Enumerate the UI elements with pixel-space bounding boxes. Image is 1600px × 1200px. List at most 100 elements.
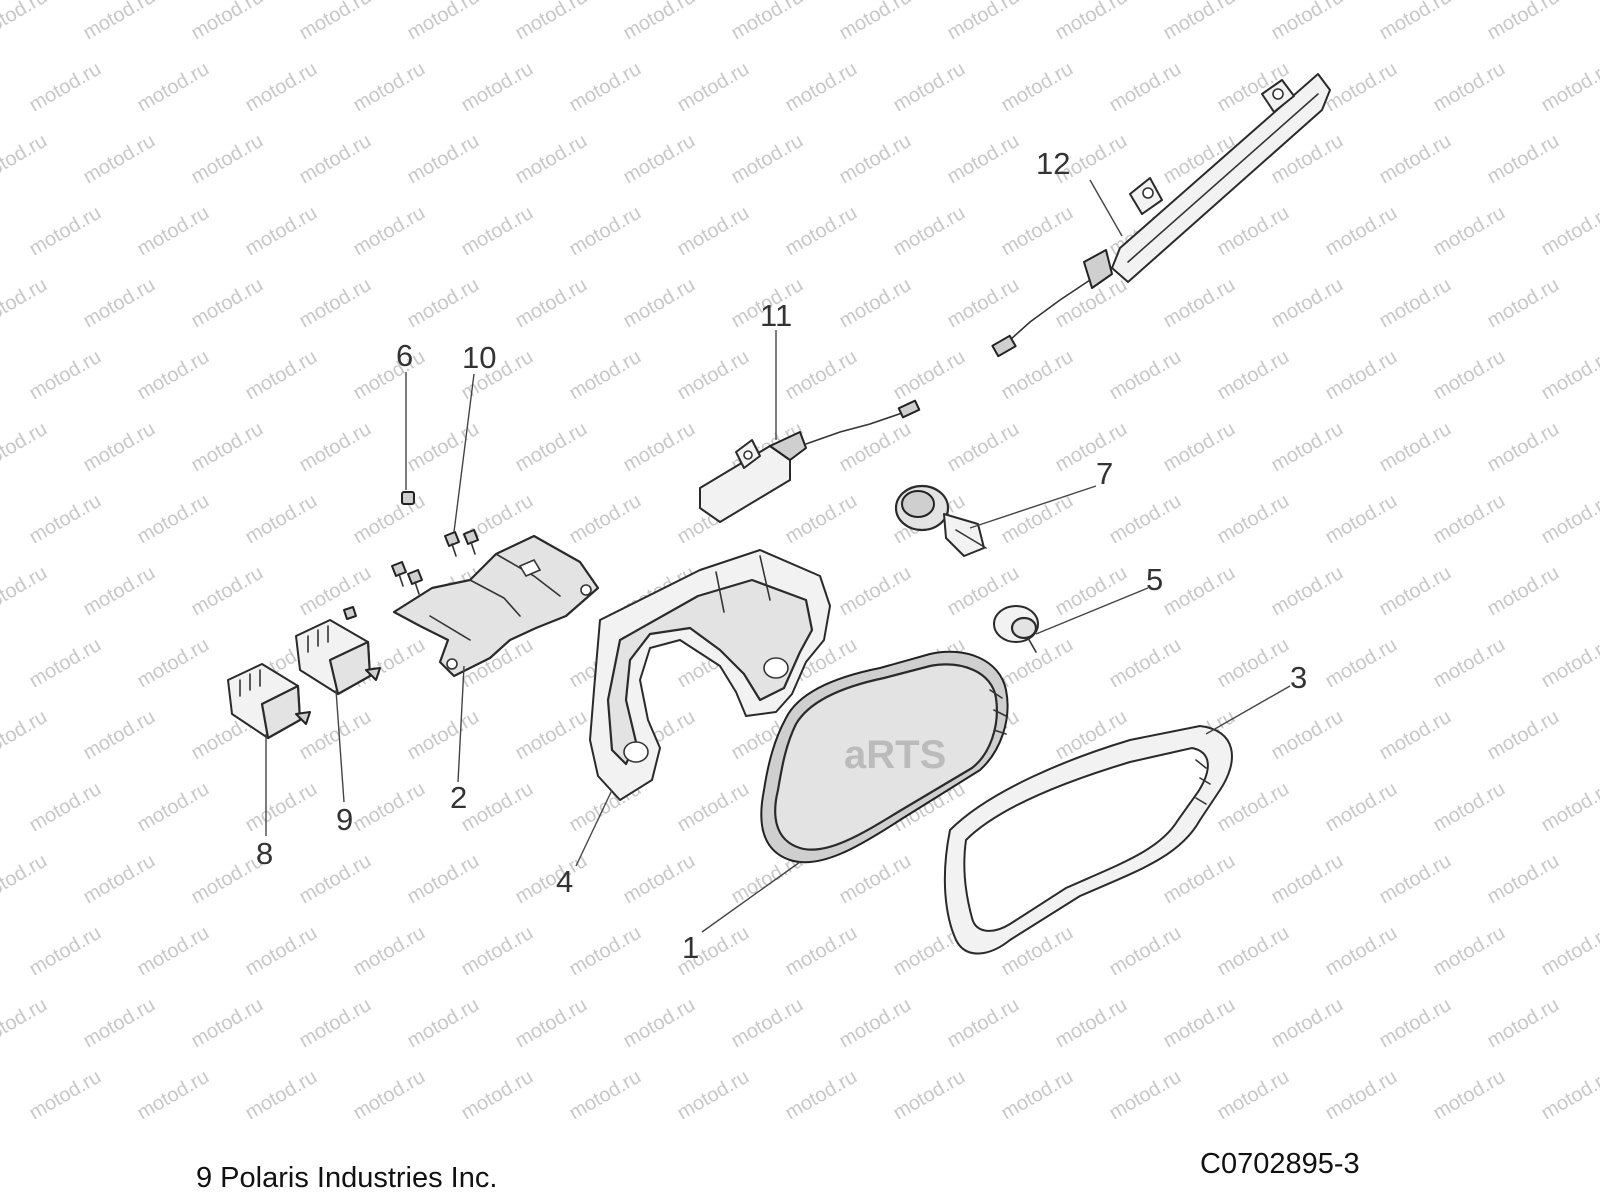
watermark-text: motod.ru xyxy=(1106,346,1185,405)
watermark-text: motod.ru xyxy=(1538,1066,1600,1125)
watermark-text: motod.ru xyxy=(1214,634,1293,693)
watermark-text: motod.ru xyxy=(1160,418,1239,477)
watermark-text: motod.ru xyxy=(728,0,807,44)
watermark-text: motod.ru xyxy=(1322,634,1401,693)
callout-7: 7 xyxy=(1096,456,1113,491)
watermark-text: motod.ru xyxy=(1268,274,1347,333)
part-11-wire-bracket[interactable] xyxy=(699,399,921,523)
watermark-text: motod.ru xyxy=(998,202,1077,261)
watermark-text: motod.ru xyxy=(80,994,159,1053)
watermark-text: motod.ru xyxy=(350,778,429,837)
watermark-text: motod.ru xyxy=(1214,922,1293,981)
part-1-instrument-cluster[interactable]: aRTS xyxy=(760,650,1009,864)
watermark-text: motod.ru xyxy=(296,994,375,1053)
watermark-text: motod.ru xyxy=(134,346,213,405)
part-8-rocker-switch[interactable] xyxy=(227,663,311,740)
callout-5: 5 xyxy=(1146,562,1163,597)
watermark-text: motod.ru xyxy=(134,778,213,837)
cluster-watermark-logo: aRTS xyxy=(844,733,946,777)
part-4-housing[interactable] xyxy=(589,549,831,801)
watermark-text: motod.ru xyxy=(620,850,699,909)
watermark-text: motod.ru xyxy=(296,418,375,477)
watermark-text: motod.ru xyxy=(458,1066,537,1125)
watermark-text: motod.ru xyxy=(134,634,213,693)
watermark-text: motod.ru xyxy=(296,0,375,44)
watermark-text: motod.ru xyxy=(296,130,375,189)
watermark-text: motod.ru xyxy=(242,58,321,117)
watermark-text: motod.ru xyxy=(188,994,267,1053)
part-7-rotary-switch[interactable] xyxy=(894,484,987,557)
watermark-text: motod.ru xyxy=(26,58,105,117)
watermark-text: motod.ru xyxy=(1106,490,1185,549)
watermark-text: motod.ru xyxy=(1160,994,1239,1053)
watermark-text: motod.ru xyxy=(836,562,915,621)
watermark-text: motod.ru xyxy=(350,58,429,117)
watermark-text: motod.ru xyxy=(188,850,267,909)
watermark-text: motod.ru xyxy=(1376,994,1455,1053)
watermark-text: motod.ru xyxy=(80,418,159,477)
watermark-text: motod.ru xyxy=(836,418,915,477)
watermark-text: motod.ru xyxy=(1538,58,1600,117)
watermark-text: motod.ru xyxy=(1214,778,1293,837)
watermark-text: motod.ru xyxy=(1052,0,1131,44)
watermark-text: motod.ru xyxy=(1160,274,1239,333)
watermark-text: motod.ru xyxy=(1430,778,1509,837)
watermark-text: motod.ru xyxy=(1538,346,1600,405)
watermark-text: motod.ru xyxy=(1376,850,1455,909)
callout-1: 1 xyxy=(682,930,699,965)
watermark-text: motod.ru xyxy=(1322,346,1401,405)
watermark-text: motod.ru xyxy=(80,130,159,189)
callout-10: 10 xyxy=(462,340,496,375)
part-3-bezel[interactable] xyxy=(943,725,1233,955)
watermark-text: motod.ru xyxy=(1538,778,1600,837)
watermark-text: motod.ru xyxy=(1268,994,1347,1053)
watermark-text: motod.ru xyxy=(242,922,321,981)
watermark-text: motod.ru xyxy=(512,0,591,44)
watermark-text: motod.ru xyxy=(674,1066,753,1125)
watermark-text: motod.ru xyxy=(350,346,429,405)
watermark-text: motod.ru xyxy=(1484,274,1563,333)
watermark-text: motod.ru xyxy=(80,562,159,621)
watermark-text: motod.ru xyxy=(0,562,51,621)
watermark-text: motod.ru xyxy=(1430,346,1509,405)
watermark-text: motod.ru xyxy=(80,850,159,909)
watermark-text: motod.ru xyxy=(1376,0,1455,44)
watermark-text: motod.ru xyxy=(566,922,645,981)
watermark-text: motod.ru xyxy=(1322,922,1401,981)
watermark-text: motod.ru xyxy=(0,706,51,765)
watermark-text: motod.ru xyxy=(890,58,969,117)
watermark-text: motod.ru xyxy=(620,130,699,189)
watermark-text: motod.ru xyxy=(1052,418,1131,477)
watermark-text: motod.ru xyxy=(674,778,753,837)
watermark-text: motod.ru xyxy=(1052,994,1131,1053)
watermark-text: motod.ru xyxy=(998,58,1077,117)
watermark-text: motod.ru xyxy=(296,562,375,621)
watermark-text: motod.ru xyxy=(512,418,591,477)
watermark-text: motod.ru xyxy=(26,634,105,693)
watermark-text: motod.ru xyxy=(0,0,51,44)
watermark-text: motod.ru xyxy=(458,58,537,117)
part-5-plug[interactable] xyxy=(993,605,1039,653)
part-2-mounting-bracket[interactable] xyxy=(392,534,600,678)
part-6-clip[interactable] xyxy=(401,491,415,505)
watermark-text: motod.ru xyxy=(1484,0,1563,44)
watermark-text: motod.ru xyxy=(512,706,591,765)
watermark-text: motod.ru xyxy=(782,490,861,549)
watermark-text: motod.ru xyxy=(404,418,483,477)
watermark-text: motod.ru xyxy=(1430,634,1509,693)
callout-6: 6 xyxy=(396,338,413,373)
watermark-text: motod.ru xyxy=(26,922,105,981)
watermark-text: motod.ru xyxy=(782,922,861,981)
part-12-trim-strip[interactable] xyxy=(991,73,1331,358)
watermark-text: motod.ru xyxy=(1484,994,1563,1053)
part-10-screws[interactable] xyxy=(343,529,479,620)
watermark-text: motod.ru xyxy=(566,58,645,117)
part-9-rocker-switch[interactable] xyxy=(295,619,381,696)
watermark-text: motod.ru xyxy=(1538,490,1600,549)
watermark-text: motod.ru xyxy=(836,0,915,44)
watermark-text: motod.ru xyxy=(566,490,645,549)
watermark-text: motod.ru xyxy=(26,202,105,261)
watermark-text: motod.ru xyxy=(512,274,591,333)
watermark-text: motod.ru xyxy=(782,346,861,405)
